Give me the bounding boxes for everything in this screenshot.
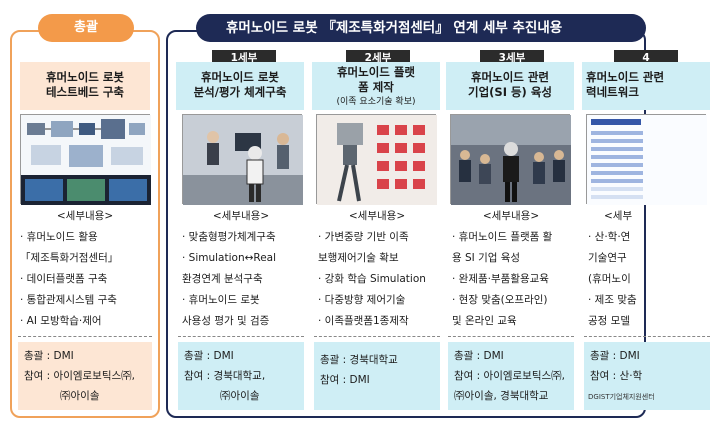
col2-divider — [314, 336, 440, 337]
col4-title-line: 력네트워크 — [586, 85, 639, 99]
col1-robot-image — [182, 114, 303, 205]
col2-title-line: 폼 제작 — [358, 80, 394, 94]
col3-details-header: <세부내용> — [482, 210, 540, 222]
col2-robot-image — [316, 114, 437, 205]
overview-item: 「제조특화거점센터」 — [20, 252, 119, 264]
col1-title-line: 휴머노이드 로봇 — [200, 70, 280, 84]
col3-title-line: 기업(SI 등) 육성 — [468, 85, 552, 99]
col4-details: <세부 · 산·학·연 기술연구 (휴머노이 · 제조 맞춤 공정 모델 — [582, 206, 712, 332]
col2-title: 휴머노이드 플랫 폼 제작 (이족 요소기술 확보) — [312, 62, 440, 110]
col1-footer-line: 총괄 : DMI — [184, 350, 234, 362]
col3-item: · 완제품·부품활용교육 — [452, 273, 549, 285]
detail-banner: 휴머노이드 로봇 『제조특화거점센터』 연계 세부 추진내용 — [196, 14, 646, 42]
overview-title-line2: 테스트베드 구축 — [45, 85, 125, 99]
col4-clip: 4 휴머노이드 관련 력네트워크 <세부 · 산·학·연 기술연구 (휴머노이 … — [580, 46, 710, 416]
col1-item: · 맞춤형평가체계구축 — [182, 231, 276, 243]
col4-title: 휴머노이드 관련 력네트워크 — [582, 62, 710, 110]
overview-footer: 총괄 : DMI 참여 : 아이엠로보틱스㈜, ㈜아이솔 — [18, 342, 152, 410]
robot-training-icon — [451, 115, 571, 205]
col2-footer-line: 총괄 : 경북대학교 — [320, 354, 398, 366]
col3-divider — [448, 336, 574, 337]
col2-title-line: 휴머노이드 플랫 — [336, 65, 416, 79]
watermark: DGIST기업체지원센터 — [588, 393, 655, 401]
col4-footer-line: 참여 : 산·학 — [590, 370, 643, 382]
col3-item: 용 SI 기업 육성 — [452, 252, 521, 264]
col1-item: · 휴머노이드 로봇 — [182, 294, 260, 306]
col3-footer: 총괄 : DMI 참여 : 아이엠로보틱스㈜, ㈜아이솔, 경북대학교 — [448, 342, 574, 410]
col3-footer-line: 총괄 : DMI — [454, 350, 504, 362]
col2-details: <세부내용> · 가변중량 기반 이족 보행제어기술 확보 · 강화 학습 Si… — [312, 206, 442, 332]
col1-details: <세부내용> · 맞춤형평가체계구축 · Simulation↔Real 환경연… — [176, 206, 306, 332]
overview-tag: 총괄 — [38, 14, 134, 42]
overview-details: <세부내용> · 휴머노이드 활용 「제조특화거점센터」 · 데이터플랫폼 구축… — [14, 206, 156, 332]
col2-details-header: <세부내용> — [348, 210, 406, 222]
col1-item: 환경연계 분석구축 — [182, 273, 263, 285]
col4-details-header: <세부 — [604, 210, 633, 222]
col2-item: · 이족플랫폼1종제작 — [318, 315, 409, 327]
overview-item: · 통합관제시스템 구축 — [20, 294, 117, 306]
col4-item: (휴머노이 — [588, 273, 631, 285]
col4-title-line: 휴머노이드 관련 — [586, 70, 665, 84]
col4-item: 공정 모델 — [588, 315, 630, 327]
col3-robot-image — [450, 114, 571, 205]
col4-chart-image — [586, 114, 707, 205]
col3-details: <세부내용> · 휴머노이드 플랫폼 활 용 SI 기업 육성 · 완제품·부품… — [446, 206, 576, 332]
col4-item: · 산·학·연 — [588, 231, 631, 243]
col3-title: 휴머노이드 관련 기업(SI 등) 육성 — [446, 62, 574, 110]
col4-footer-line: 총괄 : DMI — [590, 350, 640, 362]
col2-footer: 총괄 : 경북대학교 참여 : DMI — [314, 342, 440, 410]
col3-item: · 휴머노이드 플랫폼 활 — [452, 231, 553, 243]
col4-divider — [584, 336, 710, 337]
col2-footer-line: 참여 : DMI — [320, 374, 370, 386]
col3-footer-line: ㈜아이솔, 경북대학교 — [454, 390, 549, 402]
overview-divider — [18, 336, 152, 337]
col2-subtitle: (이족 요소기술 확보) — [336, 97, 416, 107]
col3-item: · 현장 맞춤(오프라인) — [452, 294, 548, 306]
overview-details-header: <세부내용> — [56, 210, 114, 222]
dashboard-diagram-icon — [21, 115, 151, 205]
col2-item: 보행제어기술 확보 — [318, 252, 399, 264]
col1-divider — [178, 336, 304, 337]
biped-robot-icon — [317, 115, 437, 205]
overview-title: 휴머노이드 로봇 테스트베드 구축 — [20, 62, 150, 110]
col3-title-line: 휴머노이드 관련 — [470, 70, 550, 84]
col4-item: 기술연구 — [588, 252, 627, 264]
col4-item: · 제조 맞춤 — [588, 294, 637, 306]
col1-footer-line: 참여 : 경북대학교, — [184, 370, 266, 382]
testbed-dashboard-image — [20, 114, 151, 205]
overview-footer-line: 참여 : 아이엠로보틱스㈜, — [24, 370, 135, 382]
col1-title-line: 분석/평가 체계구축 — [193, 85, 287, 99]
col2-item: · 다중방향 제어기술 — [318, 294, 406, 306]
col2-item: · 가변중량 기반 이족 — [318, 231, 409, 243]
col4-footer: 총괄 : DMI 참여 : 산·학 — [584, 342, 710, 410]
overview-item: · AI 모방학습·제어 — [20, 315, 102, 327]
col1-footer: 총괄 : DMI 참여 : 경북대학교, ㈜아이솔 — [178, 342, 304, 410]
network-chart-icon — [587, 115, 707, 205]
overview-item: · 휴머노이드 활용 — [20, 231, 98, 243]
col3-footer-line: 참여 : 아이엠로보틱스㈜, — [454, 370, 565, 382]
col2-item: · 강화 학습 Simulation — [318, 273, 426, 285]
col3-item: 및 온라인 교육 — [452, 315, 517, 327]
col1-details-header: <세부내용> — [212, 210, 270, 222]
col1-title: 휴머노이드 로봇 분석/평가 체계구축 — [176, 62, 304, 110]
humanoid-robot-icon — [183, 115, 303, 205]
overview-item: · 데이터플랫폼 구축 — [20, 273, 108, 285]
col1-item: 사용성 평가 및 검증 — [182, 315, 270, 327]
col1-footer-line: ㈜아이솔 — [220, 390, 260, 402]
overview-footer-line: ㈜아이솔 — [60, 390, 100, 402]
overview-footer-line: 총괄 : DMI — [24, 350, 74, 362]
col1-item: · Simulation↔Real — [182, 252, 277, 264]
overview-title-line1: 휴머노이드 로봇 — [45, 70, 125, 84]
